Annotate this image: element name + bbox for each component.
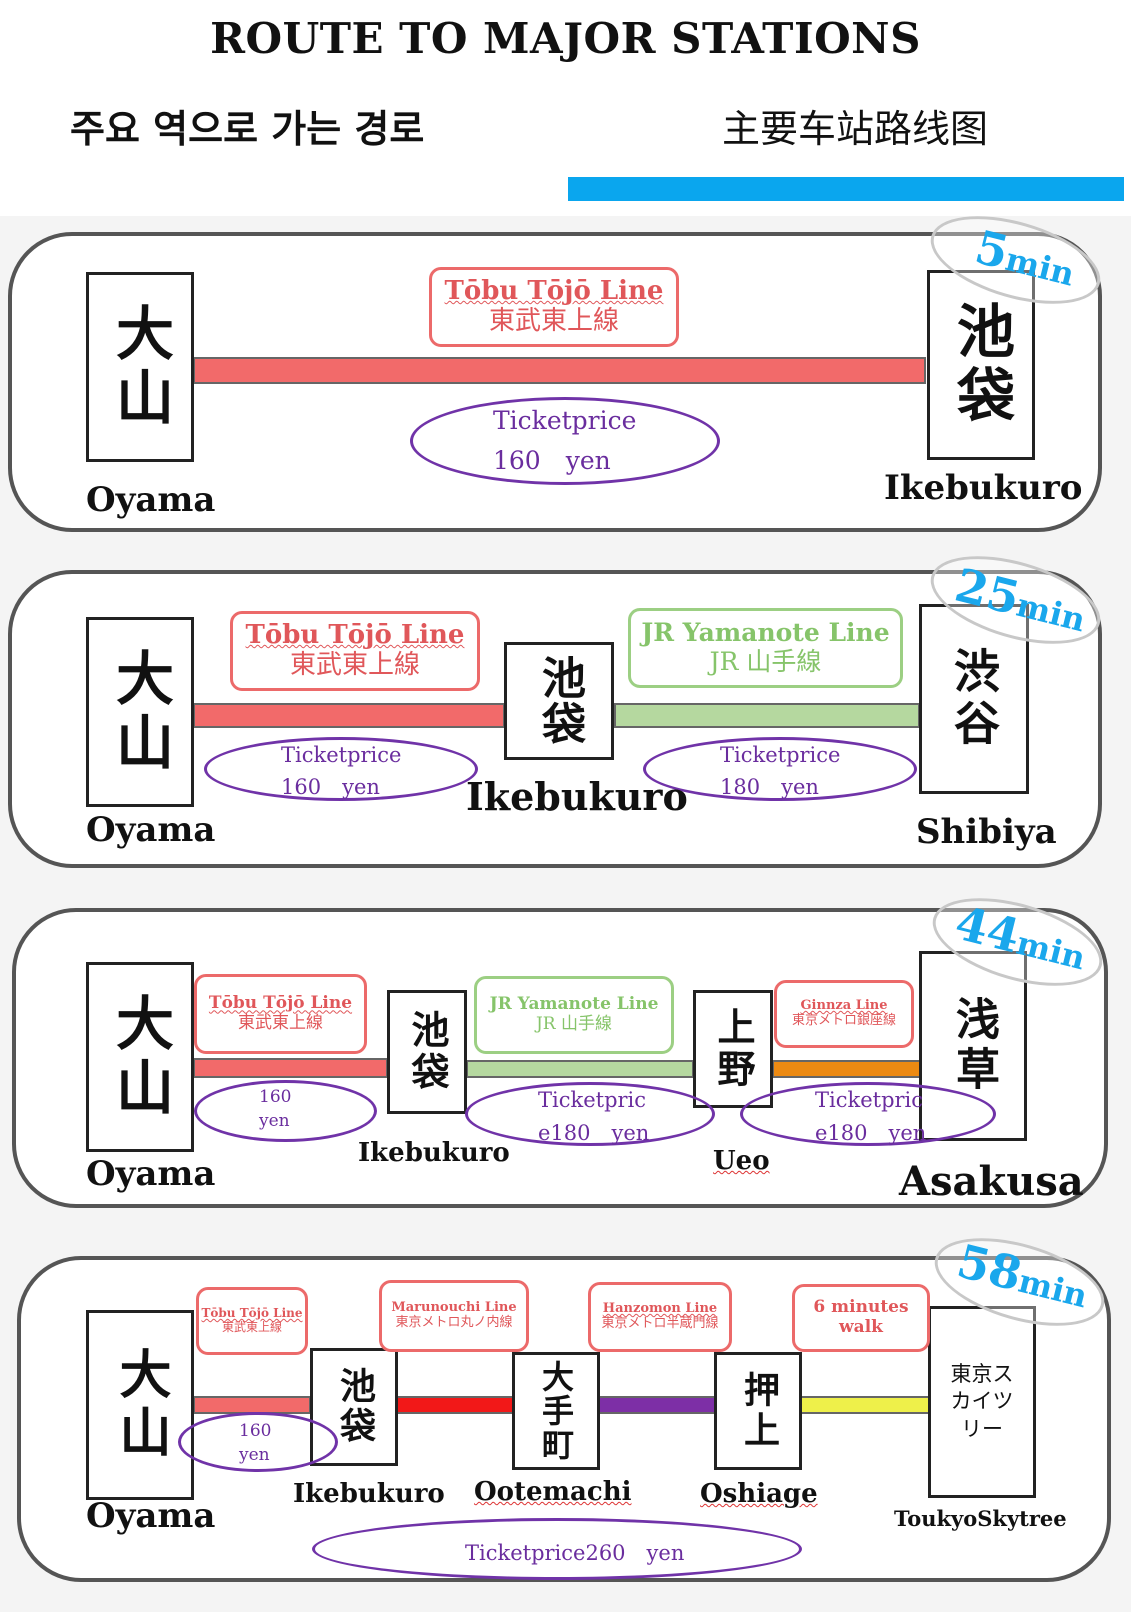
station-box-otemachi: 大手町 bbox=[512, 1352, 600, 1470]
ticket-price-oval: 160 yen bbox=[178, 1412, 338, 1472]
line-bar-tobu-tojo bbox=[193, 703, 505, 728]
station-box-oyama: 大山 bbox=[86, 962, 194, 1152]
line-bar-hanzomon bbox=[598, 1396, 716, 1414]
station-box-tokyo-skytree: 東京スカイツリー bbox=[928, 1306, 1036, 1498]
accent-bar bbox=[568, 177, 1124, 201]
ticket-price-oval: Ticketprice 180 yen bbox=[643, 737, 917, 801]
line-label-jr-yamanote: JR Yamanote Line JR 山手線 bbox=[628, 608, 903, 688]
station-name-ikebukuro: Ikebukuro bbox=[358, 1138, 510, 1168]
line-label-hanzomon: Hanzomon Line 東京メトロ半蔵門線 bbox=[588, 1282, 732, 1352]
line-bar-ginza bbox=[772, 1060, 922, 1078]
station-name-oyama: Oyama bbox=[86, 1154, 216, 1194]
line-bar-tobu-tojo bbox=[193, 357, 926, 384]
total-ticket-price-oval: Ticketprice260 yen bbox=[312, 1518, 802, 1580]
line-label-marunouchi: Marunouchi Line 東京メトロ丸ノ内線 bbox=[379, 1280, 529, 1352]
page-title: ROUTE TO MAJOR STATIONS bbox=[210, 14, 921, 63]
station-name-oyama: Oyama bbox=[86, 480, 216, 520]
line-label-tobu-tojo: Tōbu Tōjō Line 東武東上線 bbox=[429, 267, 679, 347]
station-name-tokyo-skytree: ToukyoSkytree bbox=[894, 1506, 1067, 1531]
station-name-ikebukuro: Ikebukuro bbox=[293, 1479, 445, 1509]
line-bar-jr-yamanote bbox=[466, 1060, 694, 1078]
station-name-ueno: Ueo bbox=[713, 1146, 770, 1176]
station-name-shibuya: Shibiya bbox=[916, 812, 1057, 852]
line-label-tobu-tojo: Tōbu Tōjō Line 東武東上線 bbox=[230, 611, 480, 691]
station-name-ikebukuro: Ikebukuro bbox=[466, 774, 688, 819]
line-bar-marunouchi bbox=[396, 1396, 514, 1414]
ticket-price-oval: Ticketprice 160 yen bbox=[410, 397, 720, 485]
station-box-oshiage: 押上 bbox=[714, 1352, 802, 1470]
walk-label: 6 minutes walk bbox=[792, 1284, 930, 1352]
station-box-ikebukuro: 池袋 bbox=[387, 990, 467, 1114]
line-label-ginza: Ginnza Line 東京メトロ銀座線 bbox=[774, 980, 914, 1048]
line-bar-jr-yamanote bbox=[614, 703, 920, 728]
station-name-oyama: Oyama bbox=[86, 810, 216, 850]
station-box-ikebukuro: 池袋 bbox=[504, 642, 614, 760]
station-name-otemachi: Ootemachi bbox=[474, 1477, 632, 1507]
walk-path-bar bbox=[800, 1396, 930, 1414]
station-box-ueno: 上野 bbox=[693, 990, 773, 1108]
station-name-ikebukuro: Ikebukuro bbox=[884, 468, 1083, 508]
ticket-price-oval: Ticketpric e180 yen bbox=[465, 1082, 715, 1146]
line-label-jr-yamanote: JR Yamanote Line JR 山手線 bbox=[474, 976, 674, 1054]
subtitle-korean: 주요 역으로 가는 경로 bbox=[70, 107, 425, 151]
station-box-shibuya: 渋谷 bbox=[919, 604, 1029, 794]
station-box-oyama: 大山 bbox=[86, 617, 194, 807]
line-label-tobu-tojo: Tōbu Tōjō Line 東武東上線 bbox=[196, 1287, 308, 1355]
ticket-price-oval: Ticketprice 160 yen bbox=[204, 737, 478, 801]
station-box-ikebukuro: 池袋 bbox=[927, 270, 1035, 460]
ticket-price-oval: 160 yen bbox=[194, 1080, 377, 1142]
station-name-oshiage: Oshiage bbox=[700, 1479, 818, 1509]
station-box-oyama: 大山 bbox=[86, 1310, 194, 1500]
subtitle-chinese: 主要车站路线图 bbox=[722, 107, 989, 151]
station-box-oyama: 大山 bbox=[86, 272, 194, 462]
ticket-price-oval: Ticketpric e180 yen bbox=[740, 1082, 996, 1146]
station-name-oyama: Oyama bbox=[86, 1496, 216, 1536]
line-bar-tobu-tojo bbox=[193, 1058, 388, 1078]
line-label-tobu-tojo: Tōbu Tōjō Line 東武東上線 bbox=[194, 974, 367, 1054]
station-name-asakusa: Asakusa bbox=[899, 1158, 1084, 1205]
